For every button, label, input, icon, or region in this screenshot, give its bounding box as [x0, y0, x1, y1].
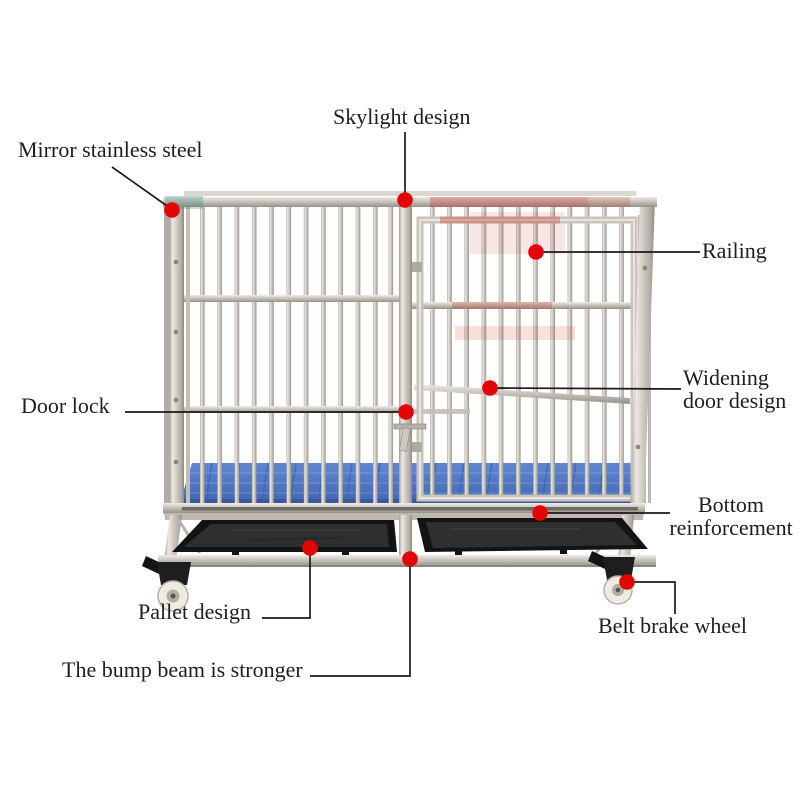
- label-bump-beam: The bump beam is stronger: [62, 657, 303, 682]
- caster-wheel-left: [142, 556, 191, 612]
- callout-dots: [164, 192, 635, 590]
- leader-line-mirror: [111, 166, 171, 209]
- callout-dot-widening-door: [482, 380, 498, 396]
- steel-reflections: [455, 212, 575, 340]
- label-mirror-stainless-steel: Mirror stainless steel: [18, 137, 203, 162]
- label-bottom-reinforcement: Bottom reinforcement: [669, 492, 793, 541]
- callout-dot-railing: [528, 244, 544, 260]
- cage-bars-left: [200, 207, 394, 505]
- cage-body: [142, 191, 657, 612]
- door-latch: [393, 423, 427, 452]
- label-skylight-design: Skylight design: [333, 104, 471, 129]
- leader-line-bump-beam: [310, 562, 411, 677]
- leader-line-widening-door: [492, 387, 682, 390]
- cage-rear-top-edge: [184, 191, 636, 196]
- door-frame: [412, 216, 638, 502]
- pallet-tray-left: [172, 520, 397, 557]
- callout-dot-mirror: [164, 202, 180, 218]
- callout-dot-belt-wheel: [619, 574, 635, 590]
- callout-leader-lines: [111, 132, 700, 677]
- callout-dot-bottom-reinforcement: [532, 505, 548, 521]
- label-door-lock: Door lock: [21, 393, 110, 418]
- cage-bars-right: [430, 207, 624, 499]
- label-widening-door-design: Widening door design: [683, 365, 787, 414]
- callout-dot-door-lock: [398, 404, 414, 420]
- label-pallet-design: Pallet design: [138, 599, 252, 624]
- callout-dot-skylight: [397, 192, 413, 208]
- leader-line-belt-wheel: [630, 581, 676, 614]
- label-railing: Railing: [702, 238, 767, 263]
- callout-dot-bump-beam: [402, 551, 418, 567]
- callout-dot-pallet: [302, 540, 318, 556]
- pallet-tray-right: [417, 518, 648, 556]
- label-belt-brake-wheel: Belt brake wheel: [598, 613, 748, 638]
- cage-rails: [178, 295, 644, 414]
- leader-line-pallet: [262, 551, 311, 619]
